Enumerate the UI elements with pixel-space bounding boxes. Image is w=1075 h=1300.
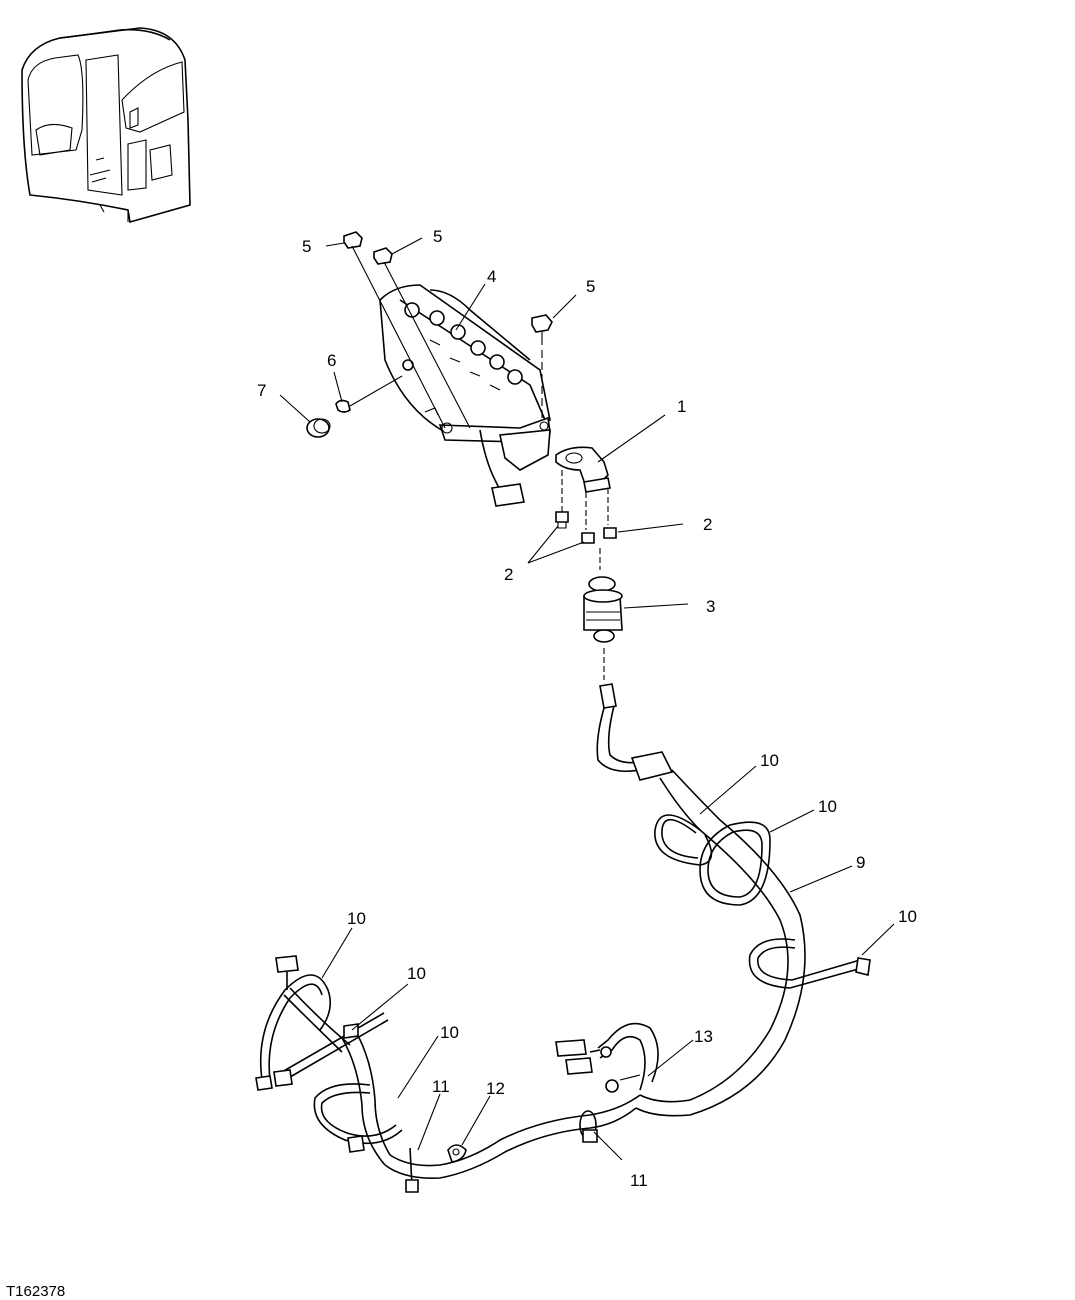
clamp-10d [255,955,351,1091]
tie-band-11b [579,1110,598,1143]
callout-11b: 11 [630,1171,648,1190]
callout-6: 6 [327,351,336,370]
callout-5a: 5 [302,237,311,256]
callout-1: 1 [677,397,686,416]
screw-2c [603,527,617,539]
clip-12 [447,1144,467,1163]
callout-5c: 5 [586,277,595,296]
bolt-5b [373,247,471,429]
callout-13: 13 [694,1027,713,1046]
switch-panel-bracket [379,284,551,507]
screw-2b [581,532,595,544]
callout-11a: 11 [432,1077,450,1096]
callout-7: 7 [257,381,266,400]
sensor-bracket [555,446,611,530]
callout-9: 9 [856,853,865,872]
tie-band-11a [405,1147,419,1193]
callout-10e: 10 [407,964,426,983]
callout-2a: 2 [703,515,712,534]
plug-6 [335,375,403,413]
callout-10b: 10 [818,797,837,816]
leader-lines [279,237,895,1161]
cab-locator-illustration [21,27,191,224]
clamp-10f [313,1083,403,1153]
callout-10a: 10 [760,751,779,770]
clamp-10a [654,814,713,866]
bolt-5a [343,231,446,429]
callout-10f: 10 [440,1023,459,1042]
clamp-10b [699,821,771,906]
screw-2a [555,511,569,529]
callout-5b: 5 [433,227,442,246]
bolt-5c [531,314,553,420]
wiring-harness [341,683,806,1180]
callout-labels: 1 2 2 3 4 5 5 5 6 7 9 10 10 10 10 10 10 … [257,227,917,1190]
figure-id: T162378 [6,1283,65,1300]
pressure-sensor [583,548,623,680]
callout-4: 4 [487,267,496,286]
callout-2b: 2 [504,565,513,584]
callout-3: 3 [706,597,715,616]
callout-10d: 10 [347,909,366,928]
callout-10c: 10 [898,907,917,926]
clamp-10c [748,938,871,989]
cap-7 [306,418,331,438]
callout-12: 12 [486,1079,505,1098]
